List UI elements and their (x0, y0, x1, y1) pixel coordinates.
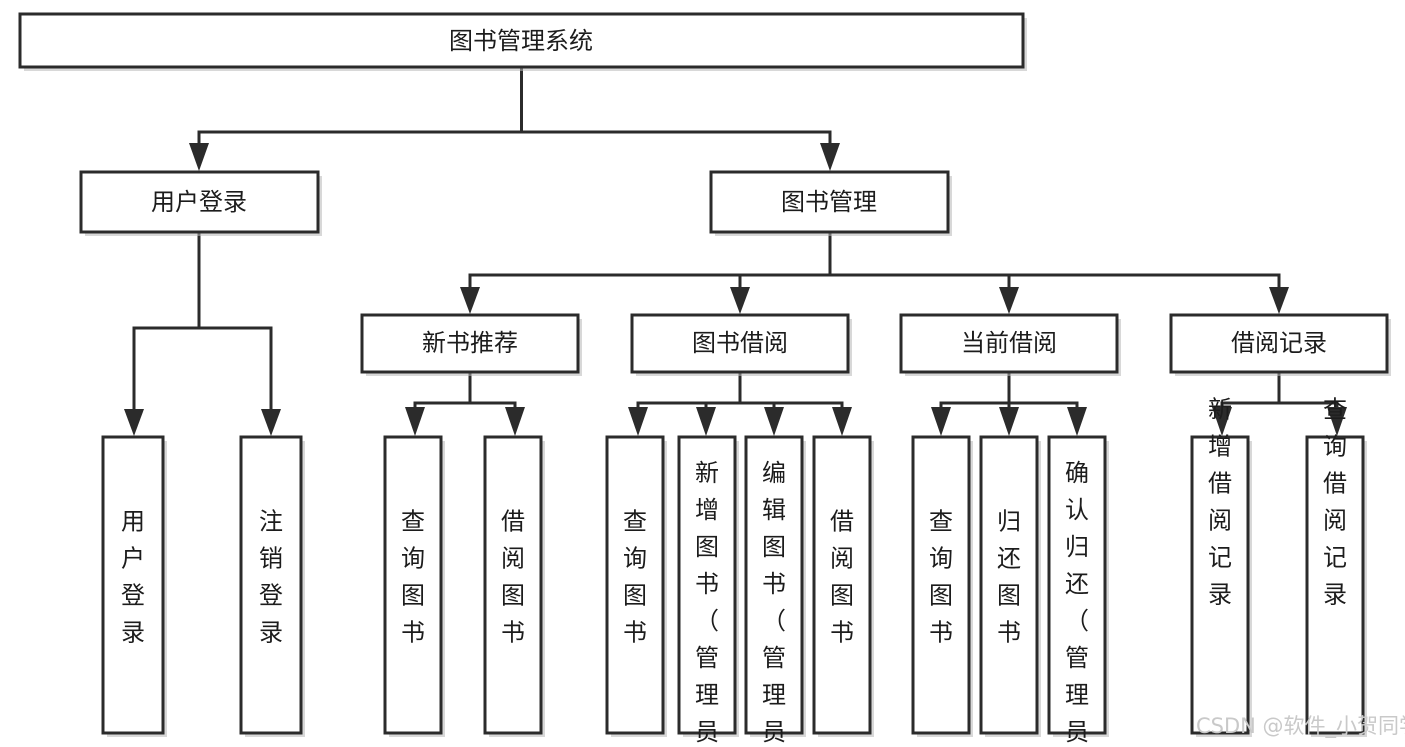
node-label: 图书借阅 (692, 329, 788, 357)
node-leaf-query-book-3[interactable]: 查询图书 (911, 435, 973, 737)
node-leaf-confirm-return-admin[interactable]: 确认归还（管理员） (1047, 435, 1109, 747)
node-leaf-query-book-2[interactable]: 查询图书 (605, 435, 667, 737)
node-rect[interactable] (1305, 435, 1365, 735)
node-book-management[interactable]: 图书管理 (709, 170, 952, 236)
node-label: 用户登录 (151, 188, 247, 216)
arrow-head-icon (1269, 287, 1289, 314)
node-rect[interactable] (605, 435, 665, 735)
node-current-borrow[interactable]: 当前借阅 (899, 313, 1121, 376)
node-leaf-user-login[interactable]: 用户登录 (101, 435, 167, 737)
arrow-head-icon (189, 143, 209, 171)
node-label: 编辑图书（管理员） (762, 459, 786, 747)
arrow-head-icon (764, 407, 784, 436)
node-rect[interactable] (79, 170, 320, 234)
node-label: 查询图书 (623, 508, 647, 647)
node-leaf-query-borrow-record[interactable]: 查询借阅记录 (1305, 396, 1367, 738)
node-leaf-edit-book-admin[interactable]: 编辑图书（管理员） (744, 435, 806, 747)
node-user-login[interactable]: 用户登录 (79, 170, 322, 236)
node-leaf-borrow-book-2[interactable]: 借阅图书 (812, 435, 874, 737)
node-rect[interactable] (899, 313, 1119, 374)
node-leaf-add-borrow-record[interactable]: 新增借阅记录 (1190, 396, 1252, 738)
arrow-head-icon (124, 409, 144, 436)
node-book-borrow[interactable]: 图书借阅 (630, 313, 852, 376)
arrow-head-icon (730, 287, 750, 314)
node-rect[interactable] (1047, 435, 1107, 735)
arrow-head-icon (999, 407, 1019, 436)
node-rect[interactable] (360, 313, 580, 374)
connector-group-bookborrow-to-leaves (628, 373, 852, 436)
arrow-head-icon (820, 143, 840, 171)
arrow-head-icon (1067, 407, 1087, 436)
node-rect[interactable] (630, 313, 850, 374)
arrow-head-icon (628, 407, 648, 436)
node-label: 新增借阅记录 (1208, 396, 1232, 609)
node-label: 新书推荐 (422, 329, 518, 357)
node-leaf-query-book-1[interactable]: 查询图书 (383, 435, 445, 737)
watermark-label: CSDN @软件_小贺同学 (1196, 714, 1405, 739)
arrow-head-icon (505, 407, 525, 436)
node-label: 借阅记录 (1231, 329, 1327, 357)
node-label: 查询图书 (929, 508, 953, 647)
node-rect[interactable] (101, 435, 165, 735)
node-label: 借阅图书 (830, 508, 854, 647)
connector-group-currentborrow-to-leaves (931, 373, 1087, 436)
node-label: 用户登录 (121, 508, 145, 647)
node-rect[interactable] (1169, 313, 1389, 374)
node-rect[interactable] (1190, 435, 1250, 735)
arrow-head-icon (261, 409, 281, 436)
arrow-head-icon (999, 287, 1019, 314)
node-rect[interactable] (744, 435, 804, 735)
node-new-book-recommend[interactable]: 新书推荐 (360, 313, 582, 376)
arrow-head-icon (696, 407, 716, 436)
node-rect[interactable] (18, 12, 1025, 69)
arrow-head-icon (460, 287, 480, 314)
node-label: 当前借阅 (961, 329, 1057, 357)
node-rect[interactable] (483, 435, 543, 735)
arrow-head-icon (832, 407, 852, 436)
node-label: 借阅图书 (501, 508, 525, 647)
node-rect[interactable] (911, 435, 971, 735)
node-label: 查询借阅记录 (1323, 396, 1347, 609)
connector-group-userlogin-to-leaves (124, 230, 281, 436)
connector-group-borrowrecord-to-leaves (1212, 373, 1347, 436)
arrow-head-icon (405, 407, 425, 436)
node-label: 图书管理系统 (449, 27, 593, 55)
node-rect[interactable] (812, 435, 872, 735)
node-label: 确认归还（管理员） (1065, 459, 1089, 747)
arrow-head-icon (1212, 407, 1232, 436)
node-label: 查询图书 (401, 508, 425, 647)
node-rect[interactable] (709, 170, 950, 234)
node-rect[interactable] (677, 435, 737, 735)
node-rect[interactable] (239, 435, 303, 735)
arrow-head-icon (931, 407, 951, 436)
node-leaf-logout-login[interactable]: 注销登录 (239, 435, 305, 737)
connector-group-root-to-level2 (189, 65, 840, 171)
node-leaf-borrow-book-1[interactable]: 借阅图书 (483, 435, 545, 737)
node-label: 注销登录 (259, 508, 283, 647)
node-leaf-return-book[interactable]: 归还图书 (979, 435, 1041, 737)
node-rect[interactable] (979, 435, 1039, 735)
node-root[interactable]: 图书管理系统 (18, 12, 1027, 71)
node-leaf-add-book-admin[interactable]: 新增图书（管理员） (677, 435, 739, 747)
node-label: 归还图书 (997, 508, 1021, 647)
node-borrow-record[interactable]: 借阅记录 (1169, 313, 1391, 376)
node-label: 图书管理 (781, 188, 877, 216)
connector-group-bookmgmt-to-level3 (460, 230, 1289, 314)
node-rect[interactable] (383, 435, 443, 735)
node-label: 新增图书（管理员） (695, 459, 719, 747)
arrow-head-icon (1327, 407, 1347, 436)
connector-group-newbook-to-leaves (405, 373, 525, 436)
